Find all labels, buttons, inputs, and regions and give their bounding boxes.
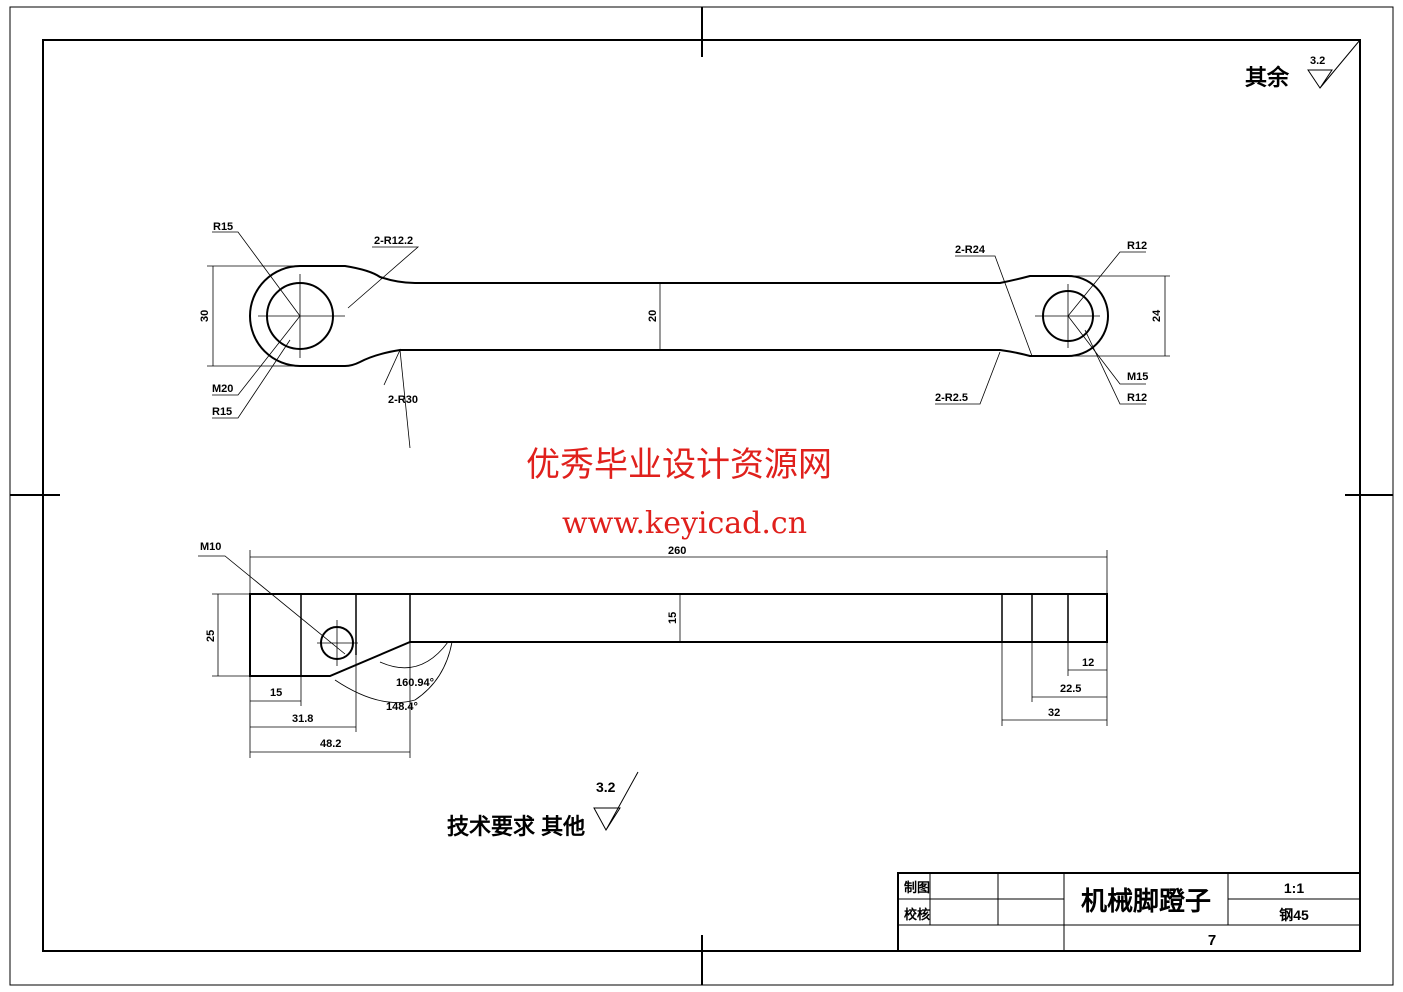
roughness-symbol [1307, 39, 1361, 89]
tech-req-roughness-symbol [593, 771, 639, 831]
top-view: R15 2-R12.2 M20 R15 2-R30 2-R24 R12 M15 … [199, 221, 1170, 449]
checked-label: 校核 [904, 907, 930, 922]
front-view: M10 160.94° 148.4° 260 25 15 15 31.8 48.… [198, 541, 1108, 758]
label-r12-bottom: R12 [1127, 392, 1147, 404]
tech-req-label: 技术要求 其他 [447, 814, 585, 839]
drawing-number: 7 [1208, 932, 1216, 949]
center-marks [10, 7, 1393, 985]
dim-12: 12 [1082, 657, 1094, 669]
label-r15-top: R15 [213, 221, 233, 233]
dim-20: 20 [647, 310, 659, 322]
label-m15: M15 [1127, 371, 1148, 383]
outer-border [9, 6, 1394, 986]
dim-24: 24 [1151, 309, 1163, 322]
label-2-r24: 2-R24 [955, 244, 986, 256]
part-name: 机械脚蹬子 [1081, 886, 1211, 916]
label-2-r2-5: 2-R2.5 [935, 392, 968, 404]
label-m20: M20 [212, 383, 233, 395]
dim-22-5: 22.5 [1060, 683, 1081, 695]
label-2-r30: 2-R30 [388, 394, 418, 406]
roughness-label: 其余 [1245, 65, 1290, 90]
material: 钢45 [1279, 907, 1309, 923]
dim-48-2: 48.2 [320, 738, 341, 750]
watermark-title: 优秀毕业设计资源网 [526, 445, 832, 485]
dim-260: 260 [668, 545, 686, 557]
inner-border [42, 39, 1361, 952]
dim-31-8: 31.8 [292, 713, 313, 725]
label-m10: M10 [200, 541, 221, 553]
drawn-label: 制图 [904, 880, 930, 895]
watermark-url: www.keyicad.cn [562, 506, 807, 541]
label-2-r12-2: 2-R12.2 [374, 235, 413, 247]
scale: 1:1 [1284, 880, 1304, 896]
dim-15: 15 [270, 687, 282, 699]
dim-25: 25 [205, 630, 217, 642]
tech-req-value: 3.2 [596, 779, 616, 795]
dim-15-vertical: 15 [667, 612, 679, 624]
label-angle-148-4: 148.4° [386, 701, 418, 713]
dim-32: 32 [1048, 707, 1060, 719]
label-r12-top: R12 [1127, 240, 1147, 252]
dim-30: 30 [199, 310, 211, 322]
title-block: 制图 校核 机械脚蹬子 1:1 钢45 7 [897, 872, 1361, 952]
label-r15-bottom: R15 [212, 406, 232, 418]
roughness-value: 3.2 [1310, 55, 1325, 67]
label-angle-160-94: 160.94° [396, 677, 434, 689]
